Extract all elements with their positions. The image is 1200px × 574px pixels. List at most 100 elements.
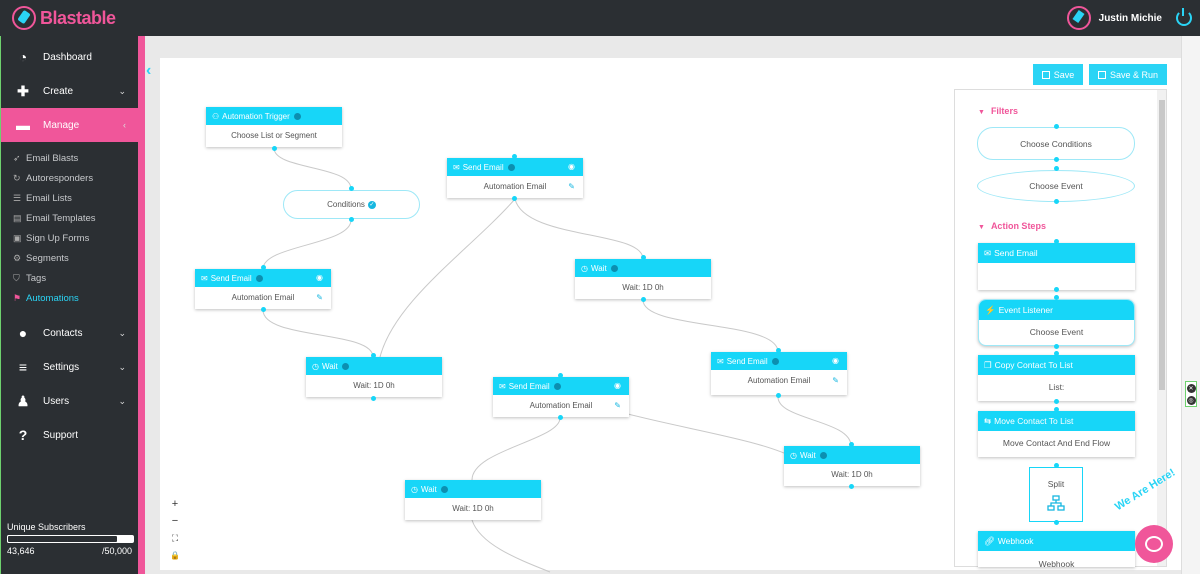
sidebar-item-dashboard[interactable]: ◔ Dashboard: [1, 40, 138, 74]
brand-logo[interactable]: Blastable: [12, 5, 116, 31]
node-title: Wait: [799, 450, 816, 460]
palette-event-listener[interactable]: ⚡Event Listener Choose Event: [978, 299, 1135, 346]
chat-button[interactable]: [1135, 525, 1173, 563]
rocket-icon: ➶: [13, 152, 21, 163]
filters-section-title[interactable]: ▼Filters: [978, 106, 1018, 116]
palette-choose-event[interactable]: Choose Event: [977, 170, 1135, 202]
sidebar-subitem-email-templates[interactable]: ▤Email Templates: [13, 208, 96, 228]
eye-icon[interactable]: ◉: [568, 162, 575, 171]
sidebar-item-contacts[interactable]: ● Contacts ⌄: [1, 316, 138, 350]
input-handle[interactable]: [776, 348, 781, 353]
zoom-out-button[interactable]: −: [171, 515, 179, 527]
sidebar-subitem-sign-up-forms[interactable]: ▣Sign Up Forms: [13, 228, 89, 248]
send-email-node[interactable]: ✉Send Email◉ Automation Email✎: [711, 352, 847, 395]
section-title-label: Action Steps: [990, 221, 1046, 231]
input-handle[interactable]: [261, 265, 266, 270]
palette-card-body: Choose Event: [1029, 327, 1084, 337]
sidebar-item-users[interactable]: ♟ Users ⌄: [1, 384, 138, 418]
palette-move-contact-to-list[interactable]: ⇆Move Contact To List Move Contact And E…: [978, 411, 1135, 457]
user-name[interactable]: Justin Michie: [1098, 12, 1162, 24]
node-body: Wait: 1D 0h: [831, 469, 873, 479]
status-dot: [341, 362, 349, 370]
avatar[interactable]: [1066, 6, 1091, 30]
eye-icon[interactable]: ◉: [614, 381, 621, 390]
status-dot: [553, 382, 561, 390]
automation-icon: ⚑: [13, 292, 22, 303]
sidebar-subitem-label: Autoresponders: [26, 172, 94, 184]
input-handle: [1054, 124, 1059, 129]
input-handle[interactable]: [371, 353, 376, 358]
input-handle: [1054, 166, 1059, 171]
palette-split[interactable]: Split: [1029, 467, 1083, 522]
input-handle[interactable]: [349, 186, 354, 191]
sidebar-item-manage[interactable]: ▬ Manage ‹: [1, 108, 138, 142]
wait-node[interactable]: ◷Wait Wait: 1D 0h: [405, 480, 541, 520]
palette-webhook[interactable]: 🔗︎Webhook Webhook: [978, 531, 1135, 567]
user-menu[interactable]: Justin Michie: [1066, 6, 1192, 30]
palette-send-email[interactable]: ✉Send Email: [978, 243, 1135, 290]
sidebar-item-support[interactable]: ? Support: [1, 418, 138, 452]
sidebar-subitem-segments[interactable]: ⚙Segments: [13, 248, 69, 268]
output-handle[interactable]: [261, 307, 266, 312]
wait-node[interactable]: ◷Wait Wait: 1D 0h: [575, 259, 711, 299]
palette-card-title: Move Contact To List: [994, 416, 1074, 426]
output-handle[interactable]: [776, 393, 781, 398]
save-and-run-button[interactable]: Save & Run: [1089, 64, 1167, 85]
chevron-down-icon: ⌄: [118, 85, 126, 96]
lock-button[interactable]: 🔒: [170, 550, 180, 560]
send-email-node[interactable]: ✉Send Email◉ Automation Email✎: [493, 377, 629, 417]
edit-icon[interactable]: ✎: [568, 181, 575, 191]
send-email-node[interactable]: ✉Send Email◉ Automation Email✎: [447, 158, 583, 198]
output-handle[interactable]: [512, 196, 517, 201]
zoom-in-button[interactable]: +: [171, 498, 179, 510]
clock-icon: ◷: [790, 450, 797, 460]
eye-icon[interactable]: ◉: [316, 273, 323, 282]
input-handle[interactable]: [849, 442, 854, 447]
conditions-node[interactable]: Conditions✓: [283, 190, 420, 219]
collapse-sidebar-icon[interactable]: ‹: [146, 62, 152, 79]
wait-node[interactable]: ◷Wait Wait: 1D 0h: [306, 357, 442, 397]
dashboard-icon: ◔: [18, 49, 28, 65]
wait-node[interactable]: ◷Wait Wait: 1D 0h: [784, 446, 920, 486]
sidebar-subitem-automations[interactable]: ⚑Automations: [13, 288, 79, 308]
sidebar-item-label: Users: [43, 395, 70, 407]
action-steps-section-title[interactable]: ▼ Action Steps: [978, 221, 1046, 231]
sidebar-subitem-email-lists[interactable]: ☰Email Lists: [13, 188, 72, 208]
input-handle[interactable]: [641, 255, 646, 260]
sidebar-subitem-email-blasts[interactable]: ➶Email Blasts: [13, 148, 78, 168]
settings-icon[interactable]: ◎: [1186, 395, 1196, 405]
palette-choose-conditions[interactable]: Choose Conditions: [977, 127, 1135, 160]
caret-down-icon: ▼: [978, 224, 985, 231]
palette-scrollbar-thumb[interactable]: [1159, 100, 1165, 390]
content-accent-strip: [138, 36, 145, 574]
side-tool-widget[interactable]: ✕ ◎: [1185, 381, 1197, 407]
output-handle[interactable]: [849, 484, 854, 489]
edit-icon[interactable]: ✎: [316, 292, 323, 302]
eye-icon[interactable]: ◉: [832, 356, 839, 365]
close-icon[interactable]: ✕: [1186, 383, 1196, 393]
node-title: Send Email: [462, 162, 504, 172]
edit-icon[interactable]: ✎: [614, 400, 621, 410]
edit-icon[interactable]: ✎: [832, 375, 839, 385]
output-handle[interactable]: [349, 217, 354, 222]
palette-card-title: Event Listener: [998, 305, 1053, 315]
output-handle[interactable]: [558, 415, 563, 420]
list-icon: ☰: [13, 192, 22, 203]
send-email-node[interactable]: ✉Send Email◉ Automation Email✎: [195, 269, 331, 309]
save-button-label: Save: [1053, 69, 1075, 80]
palette-copy-contact-to-list[interactable]: ❐Copy Contact To List List:: [978, 355, 1135, 401]
sidebar-subitem-autoresponders[interactable]: ↻Autoresponders: [13, 168, 93, 188]
power-icon[interactable]: [1176, 8, 1192, 26]
sidebar-subitem-tags[interactable]: ⛉Tags: [13, 268, 46, 288]
fit-view-button[interactable]: ⛶: [171, 532, 179, 543]
output-handle[interactable]: [272, 146, 277, 151]
save-button[interactable]: Save: [1033, 64, 1083, 85]
automation-trigger-node[interactable]: ⚇Automation Trigger Choose List or Segme…: [206, 107, 342, 147]
sidebar-item-settings[interactable]: ≡ Settings ⌄: [1, 350, 138, 384]
input-handle[interactable]: [558, 373, 563, 378]
sidebar-item-create[interactable]: ✚ Create ⌄: [1, 74, 138, 108]
input-handle[interactable]: [512, 154, 517, 159]
output-handle[interactable]: [641, 297, 646, 302]
output-handle[interactable]: [371, 396, 376, 401]
brand-name: Blastable: [40, 7, 116, 28]
